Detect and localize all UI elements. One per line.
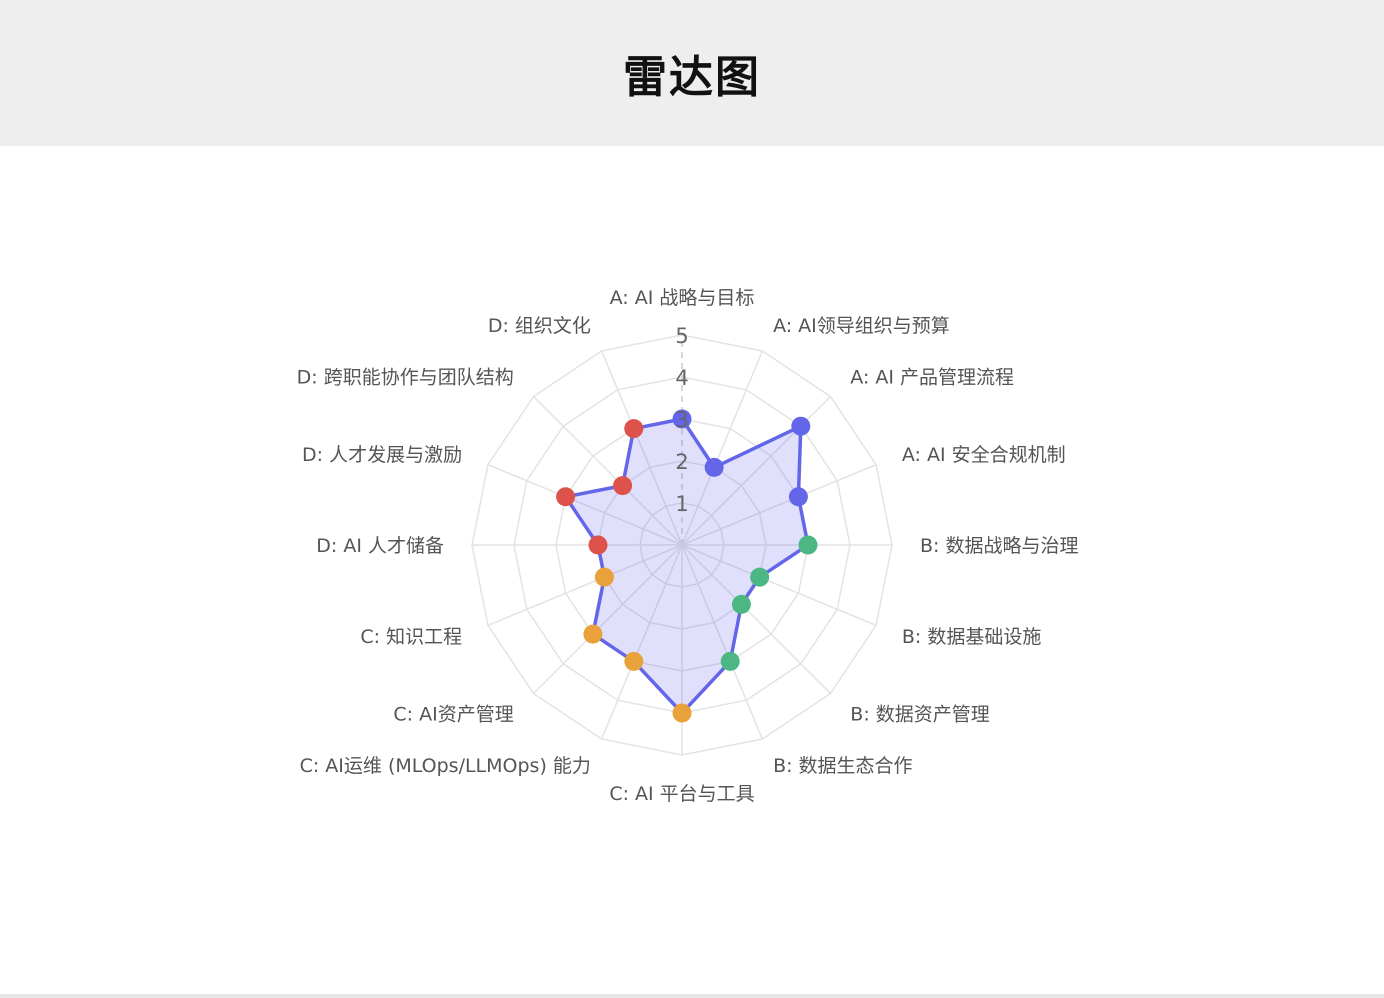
data-point [594,567,614,587]
data-point [583,624,603,644]
data-point [624,419,644,439]
axis-label: A: AI 战略与目标 [610,287,755,309]
data-point [720,651,740,671]
axis-label: B: 数据战略与治理 [920,535,1078,557]
data-point [613,476,633,496]
grid-spoke [487,544,683,627]
axis-label: D: 人才发展与激励 [302,444,462,466]
axis-label: C: AI 平台与工具 [609,783,754,805]
grid-spoke [681,544,877,627]
axis-label: A: AI 产品管理流程 [850,367,1014,389]
axis-label: C: 知识工程 [360,626,462,648]
data-point [672,703,692,723]
grid-spoke [600,544,683,740]
axis-label: C: AI资产管理 [393,703,513,725]
axis-label: D: 跨职能协作与团队结构 [297,367,514,389]
data-point [588,535,608,555]
data-point [672,409,692,429]
page-header: 雷达图 [0,0,1384,146]
axis-label: A: AI 安全合规机制 [902,444,1066,466]
tick-label: 2 [675,450,688,474]
tick-label: 1 [675,492,688,516]
grid-spoke [600,350,683,546]
tick-label: 4 [675,366,688,390]
page-title: 雷达图 [623,52,761,103]
tick-label: 5 [675,324,688,348]
grid-spoke [681,350,764,546]
grid-spoke [532,395,683,546]
axis-label: B: 数据基础设施 [902,626,1041,648]
axis-label: A: AI领导组织与预算 [773,315,950,337]
grid-spoke [487,463,683,546]
grid-spoke [681,463,877,546]
tick-label: 3 [675,408,688,432]
divider [0,994,1384,998]
axis-label: D: 组织文化 [488,315,591,337]
data-point [556,487,576,507]
data-point [731,594,751,614]
axis-label: C: AI运维 (MLOps/LLMOps) 能力 [300,755,591,777]
data-point [624,651,644,671]
grid-spoke [681,544,832,695]
data-point [798,535,818,555]
grid-spoke [532,544,683,695]
data-point [750,567,770,587]
axis-label: B: 数据生态合作 [773,755,912,777]
data-point [791,416,811,436]
data-point [704,457,724,477]
grid-spoke [681,544,764,740]
axis-label: D: AI 人才储备 [316,535,444,557]
data-point [788,487,808,507]
axis-label: B: 数据资产管理 [850,703,989,725]
